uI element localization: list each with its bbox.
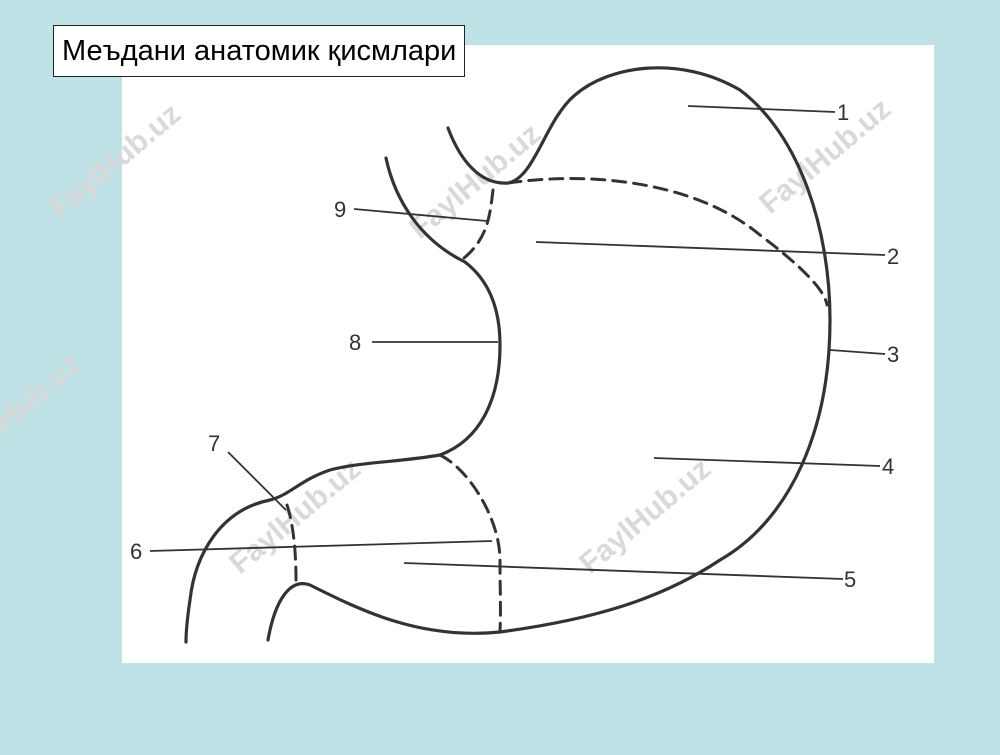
number-labels: 1 2 3 4 5 6 7 8 9 (130, 100, 899, 592)
leader-line-2 (535, 241, 886, 256)
region-boundaries (285, 177, 829, 632)
label-3: 3 (887, 342, 899, 367)
label-5: 5 (844, 567, 856, 592)
antrum-boundary (438, 453, 502, 632)
label-7: 7 (208, 431, 220, 456)
leader-line-4 (653, 457, 881, 467)
leader-line-7 (227, 451, 287, 511)
slide-title: Меъдани анатомик қисмлари (53, 25, 466, 77)
label-9: 9 (334, 197, 346, 222)
label-6: 6 (130, 539, 142, 564)
label-2: 2 (887, 244, 899, 269)
label-4: 4 (882, 454, 894, 479)
leader-line-5 (403, 562, 844, 580)
leader-line-6 (149, 540, 493, 552)
label-1: 1 (837, 100, 849, 125)
leader-line-1 (687, 105, 836, 113)
label-8: 8 (349, 330, 361, 355)
leader-line-3 (829, 349, 886, 355)
greater-curvature (266, 66, 832, 642)
stomach-outline (184, 66, 832, 644)
leader-line-9 (353, 208, 488, 222)
leader-lines (149, 105, 886, 580)
cardia-boundary (462, 188, 495, 260)
lesser-curvature (184, 156, 502, 644)
fundus-boundary (506, 177, 829, 307)
pylorus-boundary (285, 503, 298, 582)
figure-panel (122, 45, 934, 663)
watermark: FaylHub.uz (0, 347, 87, 475)
